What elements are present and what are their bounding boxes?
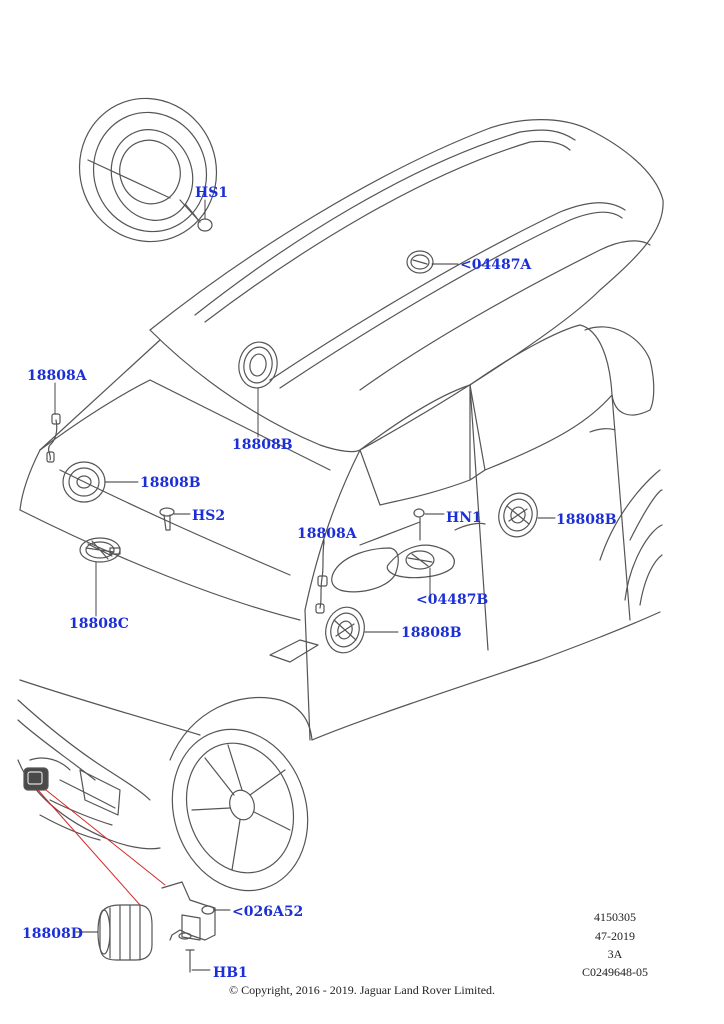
callout-18808b-left[interactable]: 18808B [140,475,201,491]
callout-hs2[interactable]: HS2 [192,508,226,524]
illustration-code: C0249648-05 [582,965,648,979]
dash-speaker-left [62,461,106,503]
horn-detail [97,904,153,961]
callout-04487a[interactable]: <04487A [460,257,532,273]
door-tweeter-with-lead [315,541,328,614]
vehicle-body-outline [17,119,664,850]
illustration-number: 4150305 [594,910,636,924]
callout-18808a-door[interactable]: 18808A [297,526,357,542]
copyright-notice: © Copyright, 2016 - 2019. Jaguar Land Ro… [228,983,496,997]
door-speaker-bracket [386,508,455,579]
speaker-exploded-view [78,97,218,243]
horn-on-vehicle [23,767,49,791]
roof-speaker-cover [406,250,434,274]
center-speaker [79,537,121,563]
illustration-revision: 3A [607,947,623,961]
callout-18808a-dash[interactable]: 18808A [27,368,87,384]
rear-wheel [624,524,663,606]
callout-hb1[interactable]: HB1 [213,965,248,981]
callout-18808b-rear[interactable]: 18808B [556,512,617,528]
leader-lines [54,199,556,971]
callout-026a52[interactable]: <026A52 [232,904,304,920]
door-speaker-front [325,606,365,654]
callout-18808b-door[interactable]: 18808B [401,625,462,641]
callout-18808c[interactable]: 18808C [69,616,129,632]
callout-18808b-roof[interactable]: 18808B [232,437,293,453]
callout-04487b[interactable]: <04487B [416,592,489,608]
red-detail-leaders [37,789,166,906]
roof-speaker [238,341,278,389]
dash-tweeter-with-lead [46,413,61,463]
callout-hs1[interactable]: HS1 [195,185,229,201]
illustration-date: 47-2019 [595,929,635,943]
front-wheel [171,728,309,892]
callout-hn1[interactable]: HN1 [446,510,482,526]
door-speaker-rear [498,492,538,538]
screw-hs2 [159,507,175,531]
callout-18808d[interactable]: 18808D [22,926,83,942]
horn-bracket [161,881,216,973]
